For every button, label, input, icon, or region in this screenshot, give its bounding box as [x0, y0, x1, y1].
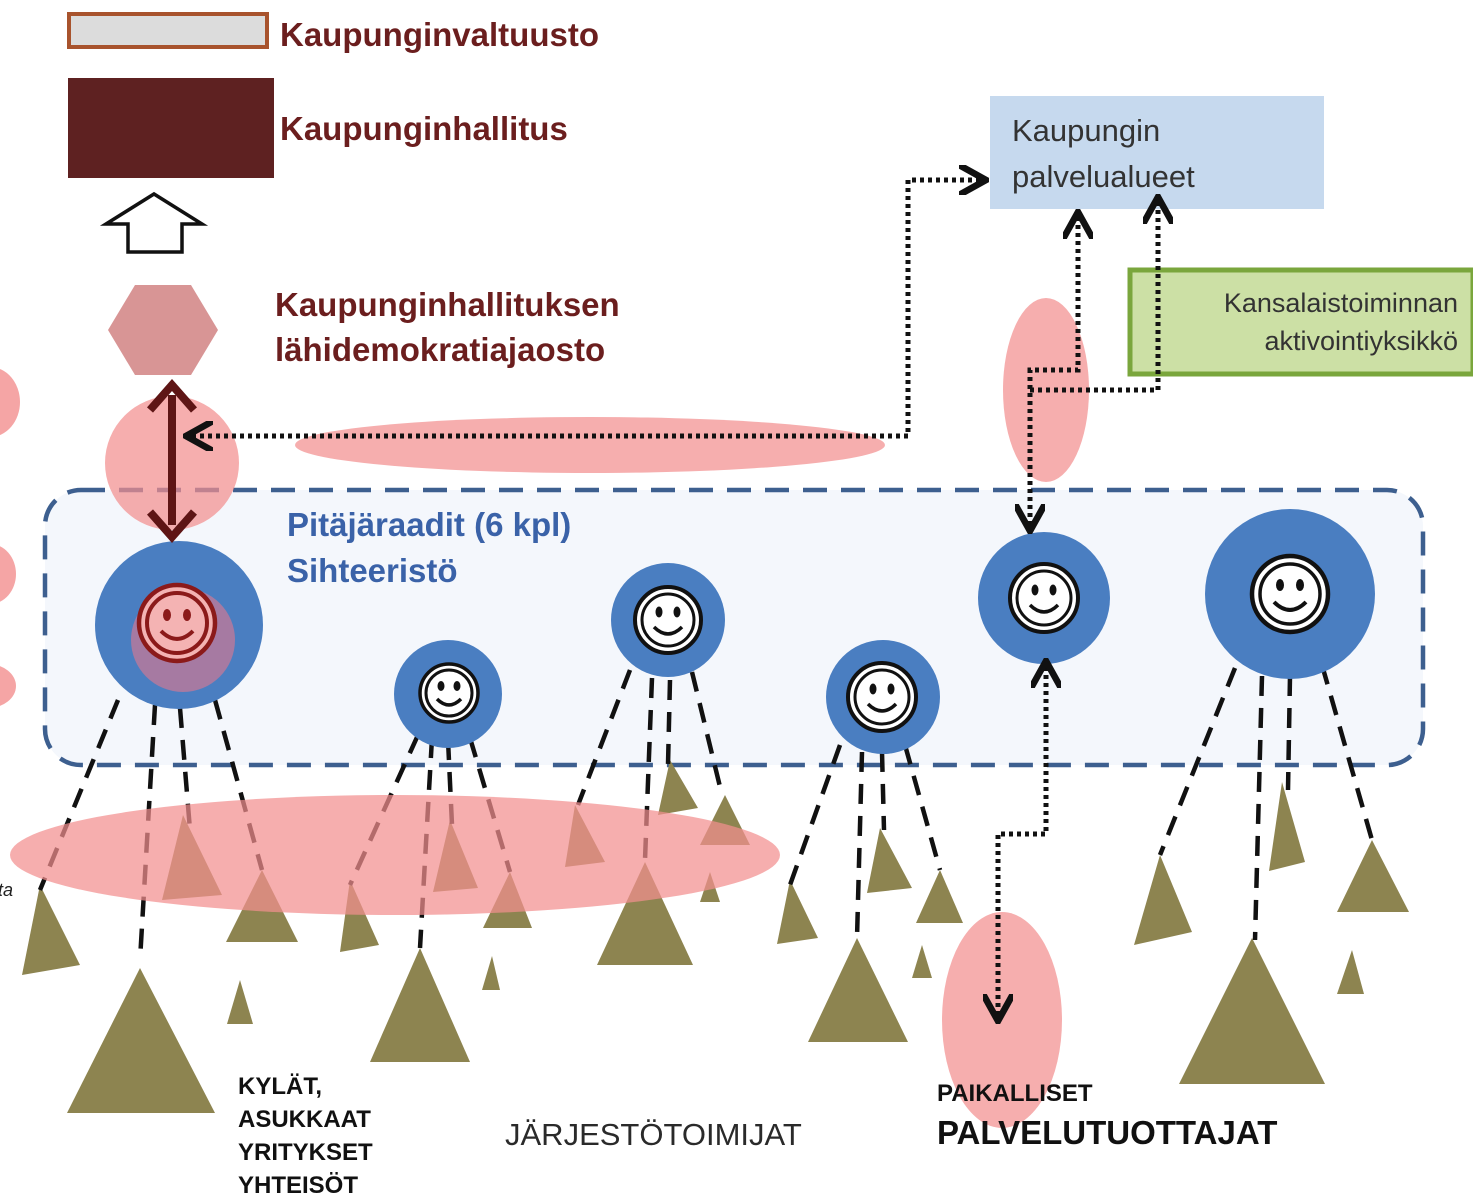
dotted-arrow-to-services-2 — [1030, 203, 1158, 393]
triangle — [1337, 950, 1364, 994]
triangle — [370, 948, 470, 1062]
highlight-edge-2 — [0, 546, 16, 602]
triangle — [1134, 855, 1192, 945]
triangle — [1269, 782, 1305, 871]
providers-line1: PAIKALLISET — [937, 1080, 1093, 1107]
dotted-arrow-section-to-services — [192, 180, 980, 436]
activation-unit-line1: Kansalaistoiminnan — [1223, 288, 1458, 318]
service-areas-box — [990, 96, 1324, 209]
activation-unit-label: Kansalaistoiminnan aktivointiyksikkö — [1224, 284, 1458, 360]
smiley-icon — [418, 662, 480, 724]
triangle — [597, 862, 693, 965]
organizations-label: JÄRJESTÖTOIMIJAT — [505, 1117, 802, 1152]
villages-line1: KYLÄT, — [238, 1073, 322, 1100]
activation-unit-line2: aktivointiyksikkö — [1264, 326, 1458, 356]
service-areas-line1: Kaupungin — [1012, 113, 1161, 148]
triangle — [1179, 938, 1325, 1084]
smiley-icon — [1008, 562, 1080, 634]
council-box — [67, 12, 269, 49]
dotted-arrow-circle-to-providers — [998, 667, 1046, 1015]
section-label-line1: Kaupunginhallituksen — [275, 286, 620, 323]
smiley-faces — [136, 553, 1331, 733]
triangle — [1337, 840, 1409, 912]
triangle — [658, 760, 698, 815]
smiley-icon — [846, 661, 918, 733]
activation-unit-box — [1127, 267, 1473, 377]
parish-councils-line2: Sihteeristö — [287, 552, 458, 589]
highlight-bottom-left — [10, 795, 780, 915]
villages-line3: YRITYKSET — [238, 1139, 373, 1166]
triangle — [67, 968, 215, 1113]
triangle — [22, 885, 80, 975]
triangle — [482, 956, 500, 990]
board-label: Kaupunginhallitus — [280, 110, 568, 147]
triangle — [777, 880, 818, 944]
triangle — [867, 828, 912, 893]
providers-line2: PALVELUTUOTTAJAT — [937, 1114, 1278, 1151]
highlight-edge-1 — [0, 369, 20, 435]
board-box — [68, 78, 274, 178]
dotted-connections — [192, 180, 1158, 1015]
council-label: Kaupunginvaltuusto — [280, 16, 599, 53]
smiley-icon — [1249, 553, 1331, 635]
triangle — [227, 980, 253, 1024]
parish-councils-line1: Pitäjäraadit (6 kpl) — [287, 506, 572, 543]
smiley-icon — [136, 582, 218, 664]
section-label-line2: lähidemokratiajaosto — [275, 331, 606, 368]
villages-line4: YHTEISÖT — [238, 1172, 359, 1199]
triangle — [912, 945, 932, 978]
triangle — [916, 870, 963, 923]
triangle — [808, 938, 908, 1042]
service-areas-line2: palvelualueet — [1012, 159, 1195, 194]
villages-label: KYLÄT, ASUKKAAT YRITYKSET YHTEISÖT — [238, 1070, 373, 1202]
up-arrow-icon — [99, 191, 209, 254]
smiley-icon — [633, 585, 703, 655]
villages-line2: ASUKKAAT — [238, 1106, 371, 1133]
section-hexagon — [108, 285, 218, 375]
highlight-horizontal — [295, 417, 885, 473]
highlight-edge-3 — [0, 666, 16, 706]
cut-edge-text: ta — [0, 880, 14, 900]
dotted-arrow-to-services-1 — [1030, 218, 1078, 525]
